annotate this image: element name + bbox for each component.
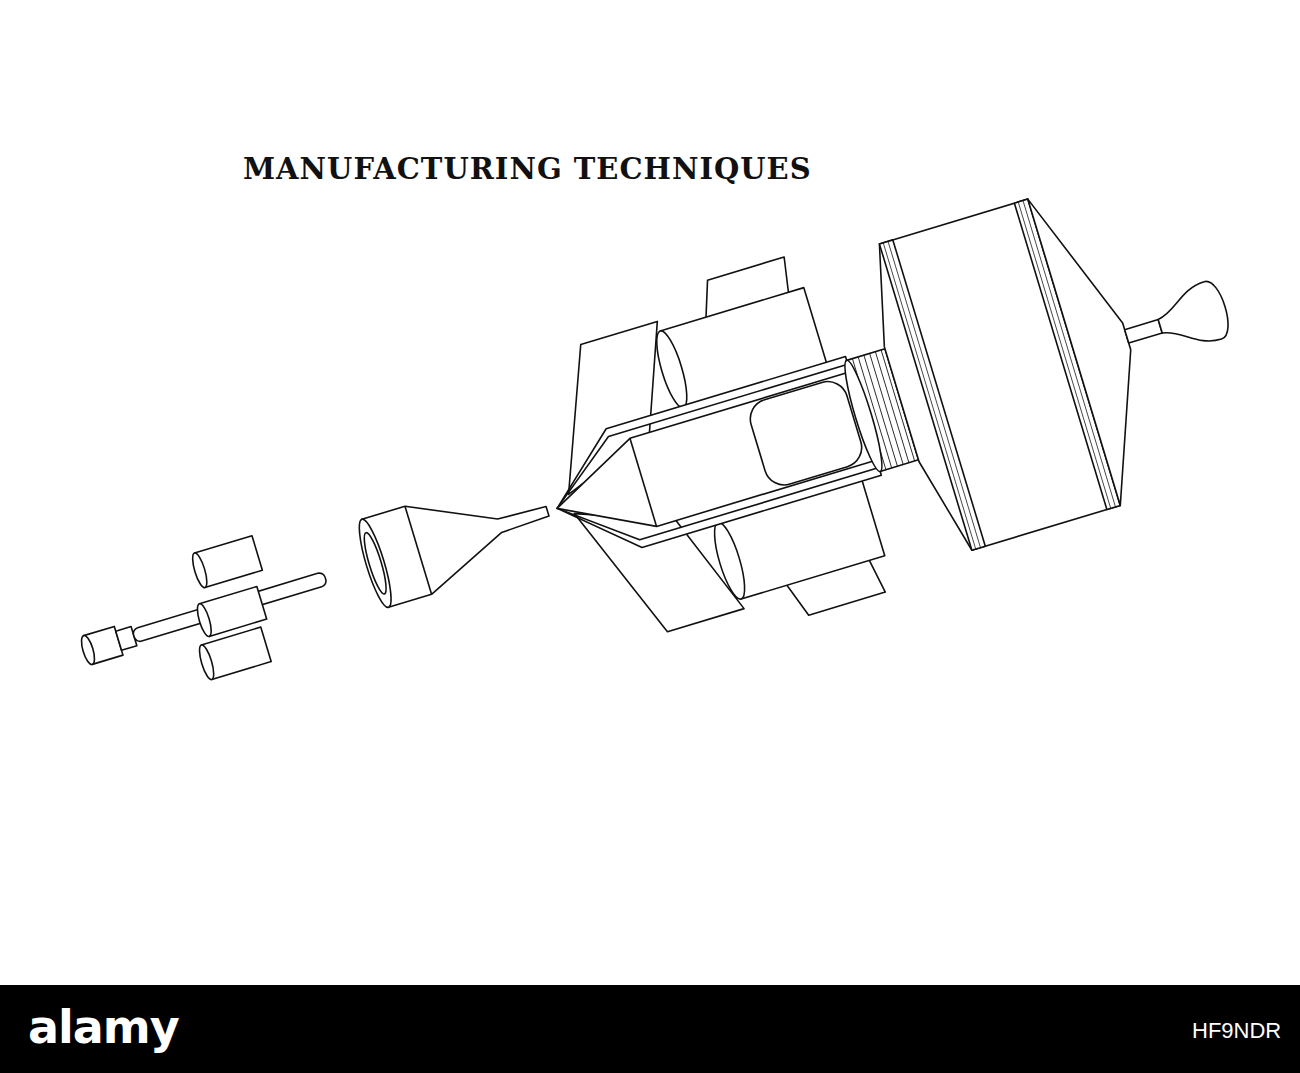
diagram-title: MANUFACTURING TECHNIQUES	[243, 152, 812, 186]
watermark-bar	[0, 985, 1300, 1073]
watermark-id: HF9NDR	[1192, 1018, 1281, 1044]
watermark-logo: alamy	[28, 1000, 179, 1054]
